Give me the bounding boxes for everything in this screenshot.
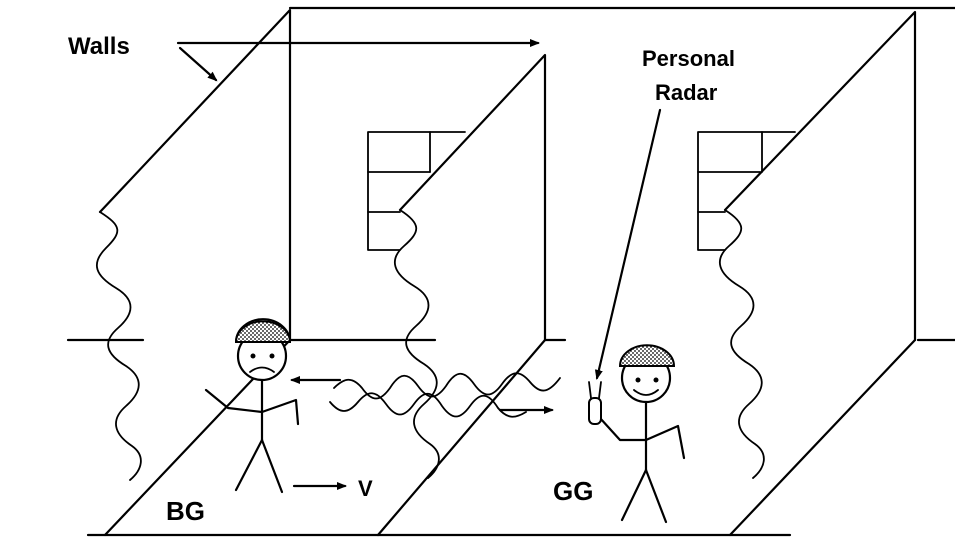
wall-3 — [543, 10, 917, 537]
frowning-stick-figure-icon — [204, 318, 300, 494]
wall-3-bottom-edge — [728, 338, 917, 537]
walls-arrow-to-wall-1 — [178, 46, 218, 82]
wall-1 — [95, 8, 292, 537]
wall-1-cut-edge — [95, 211, 142, 481]
smiling-stick-figure-icon — [598, 344, 686, 524]
wall-1-outline — [98, 8, 292, 342]
wall-2-outline — [398, 53, 547, 342]
personal-radar-callout: Personal Radar — [594, 46, 735, 380]
handheld-radar-icon — [588, 381, 602, 425]
floor-lines — [66, 6, 955, 537]
transmit-wave — [329, 392, 527, 418]
personal-radar-label-line2: Radar — [655, 80, 718, 105]
window-1 — [367, 131, 466, 251]
velocity-label: V — [358, 476, 373, 501]
good-guy-label: GG — [553, 476, 593, 506]
window-2 — [697, 131, 796, 251]
wall-2-bottom-edge — [376, 338, 547, 537]
wall-3-outline — [723, 10, 917, 342]
good-guy-helmet — [618, 344, 676, 367]
wall-3-cut-edge — [718, 209, 765, 479]
personal-radar-label-line1: Personal — [642, 46, 735, 71]
bad-guy-label: BG — [166, 496, 205, 526]
walls-label: Walls — [68, 33, 130, 60]
wall-2-cut-edge — [393, 209, 440, 479]
personal-radar-pointer-arrow — [594, 108, 662, 380]
wall-2 — [367, 53, 547, 537]
walls-callout: Walls — [68, 33, 540, 82]
radar-signals — [290, 372, 561, 418]
return-wave — [333, 372, 561, 400]
